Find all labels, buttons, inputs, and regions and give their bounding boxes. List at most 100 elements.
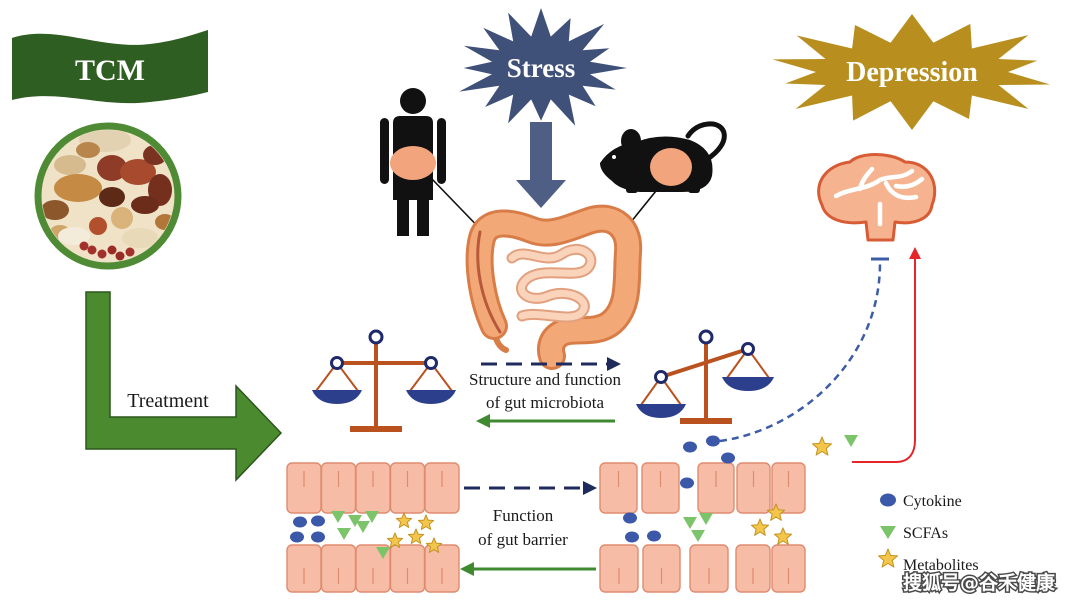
scale-base — [350, 426, 402, 432]
cytokine-particle — [311, 515, 325, 527]
scfa-particle — [331, 511, 345, 523]
herb-piece — [89, 217, 107, 235]
green-arrowhead — [476, 414, 490, 428]
metabolite-particle — [407, 528, 425, 544]
herb-piece — [99, 187, 125, 207]
herb-piece — [79, 241, 89, 251]
scale-pan-right — [406, 390, 456, 404]
gut-vessel — [476, 230, 502, 334]
human-arm-right — [437, 118, 446, 184]
green-arrowhead — [460, 562, 474, 576]
mouse-icon — [600, 121, 727, 193]
epithelial-cell — [389, 462, 426, 514]
legend-scfas-label: SCFAs — [903, 525, 948, 542]
herb-piece — [87, 245, 97, 255]
inhibition-line — [719, 257, 889, 443]
barrier-label-line1: Function — [493, 506, 554, 525]
depression-burst-shape — [772, 14, 1051, 130]
scfa-particle — [699, 513, 713, 525]
mouse-tail — [685, 121, 727, 163]
herb-piece — [54, 174, 102, 202]
scale-base — [680, 418, 732, 424]
epithelial-cell — [599, 462, 638, 514]
brain-fold — [893, 176, 925, 189]
herb-piece — [115, 251, 125, 261]
scale-pivot-ring — [368, 329, 384, 345]
scfa-particle — [356, 521, 370, 533]
herb-piece — [54, 155, 86, 175]
herb-piece — [97, 155, 127, 181]
microbiota-transition: Structure and function of gut microbiota — [469, 357, 622, 428]
scale-pan-left — [312, 390, 362, 404]
herb-piece — [42, 200, 69, 220]
herbs-photo — [34, 122, 182, 270]
scfa-triangle-icon — [880, 526, 896, 539]
cytokine-particle — [311, 531, 325, 543]
barrier-transition: Function of gut barrier — [460, 481, 597, 576]
treatment-label: Treatment — [127, 390, 209, 412]
stress-burst-shape — [459, 8, 627, 126]
gut-particles — [290, 435, 858, 559]
scfa-particle — [691, 530, 705, 542]
scale-beam — [659, 347, 750, 379]
cytokine-particle — [680, 477, 694, 489]
herb-piece — [122, 228, 158, 248]
cytokine-particle — [290, 531, 304, 543]
cytokine-particle — [683, 441, 697, 453]
scale-end-ring — [654, 370, 668, 384]
herb-piece — [120, 159, 156, 185]
metabolite-particle — [812, 436, 832, 456]
scale-pan-left — [636, 404, 686, 418]
activation-line — [852, 258, 916, 463]
dashed-arrowhead — [607, 357, 621, 371]
gut-barrier-icon — [286, 462, 806, 593]
scale-end-ring — [330, 356, 344, 370]
legend: Cytokine SCFAs Metabolites — [878, 493, 979, 574]
herb-piece — [148, 174, 172, 206]
scfa-particle — [683, 517, 697, 529]
herb-piece — [111, 207, 133, 229]
brain-fold — [877, 168, 915, 183]
scfa-particle — [376, 547, 390, 559]
epithelial-cell — [697, 462, 735, 514]
banner-title: TCM — [75, 54, 145, 87]
human-head — [400, 88, 426, 114]
small-intestine — [508, 245, 595, 321]
brain-icon — [817, 153, 937, 242]
dashed-arrowhead — [583, 481, 597, 495]
microbiota-label-line1: Structure and function — [469, 370, 622, 389]
gut-icon — [465, 204, 643, 370]
tcm-banner: TCM — [12, 30, 208, 104]
depression-burst: Depression — [772, 14, 1051, 130]
cytokine-particle — [647, 530, 661, 542]
epithelial-cell — [736, 462, 771, 514]
epithelial-cell — [286, 462, 322, 514]
epithelial-cell — [320, 462, 357, 514]
metabolite-particle — [425, 537, 443, 553]
watermark: 搜狐号@谷禾健康 — [903, 571, 1056, 594]
scale-end-ring — [424, 356, 438, 370]
cytokine-particle — [293, 516, 307, 528]
brain-fold — [857, 166, 875, 192]
cytokine-particle — [706, 435, 720, 447]
herb-piece — [107, 245, 117, 255]
scale-end-ring — [741, 342, 755, 356]
epithelial-cell — [641, 462, 680, 514]
epithelial-cell — [424, 462, 460, 514]
legend-cytokine-label: Cytokine — [903, 493, 962, 510]
treatment-arrow-shape — [85, 291, 283, 482]
metabolite-star-icon — [878, 548, 898, 568]
barrier-label-line2: of gut barrier — [478, 530, 568, 549]
metabolite-particle — [395, 512, 413, 528]
herb-piece — [97, 249, 107, 259]
mouse-foot — [688, 186, 700, 193]
stress-burst: Stress — [459, 8, 627, 208]
inhibition-dashed-curve — [719, 262, 882, 443]
cytokine-particle — [625, 531, 639, 543]
mouse-ear — [621, 129, 641, 153]
mouse-foot — [626, 186, 638, 193]
mouse-gut-highlight — [650, 148, 692, 186]
scfa-particle — [348, 515, 362, 527]
